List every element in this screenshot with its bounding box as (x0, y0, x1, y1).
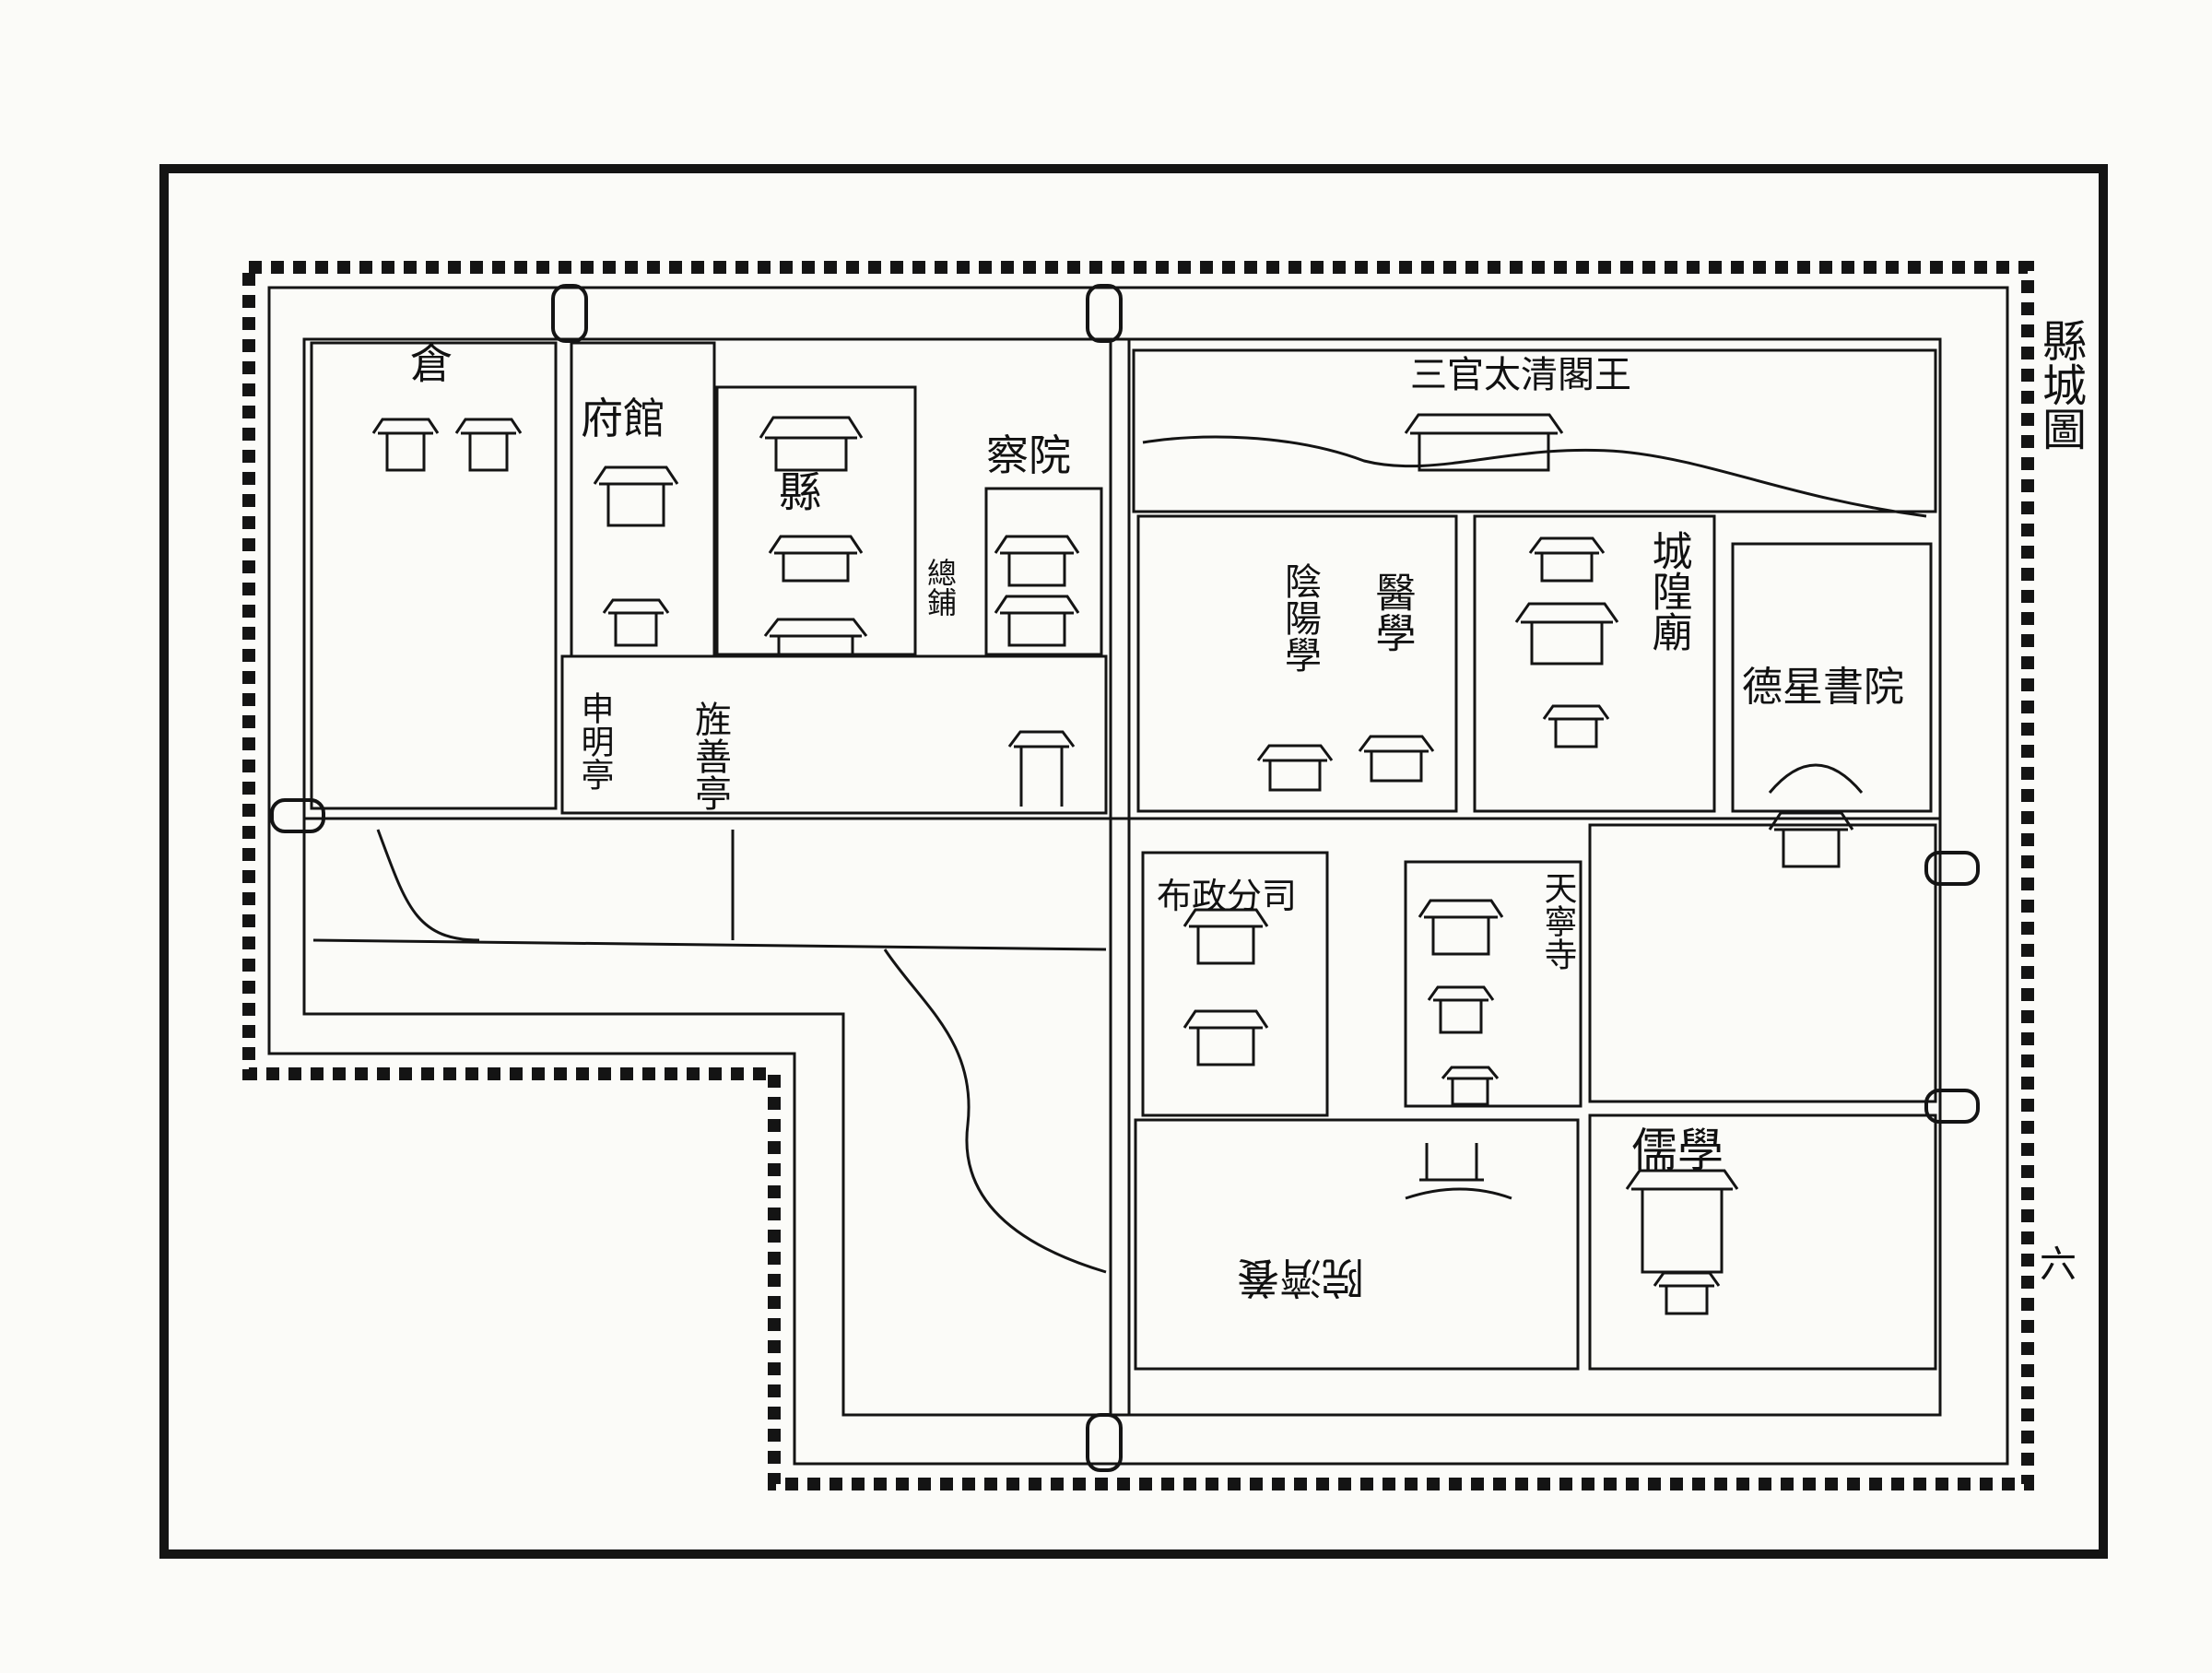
prefecture-building-icon (602, 598, 670, 647)
map-title: 縣城圖 (2034, 318, 2086, 451)
buildings (371, 413, 1864, 1315)
general-shop-label: 總鋪 (923, 558, 958, 617)
tianning-temple-icon (1418, 899, 1504, 956)
granary-building-icon (454, 418, 523, 472)
temple-icon (1404, 413, 1564, 472)
city-wall (242, 261, 2034, 1490)
relief-house-icon (1405, 1143, 1512, 1200)
county-office-label: 縣 (779, 467, 821, 517)
gates (270, 284, 1980, 1472)
shenming-pavilion-label: 申明亭 (576, 691, 614, 791)
tianning-temple-icon (1441, 1066, 1500, 1106)
east-gate-south (1924, 1089, 1980, 1124)
prefecture-hall-label: 府館 (581, 394, 665, 443)
city-god-gate-icon (1542, 704, 1610, 748)
inspection-court-label: 察院 (986, 430, 1071, 480)
sanguan-temple-label: 三官太清閣王 (1410, 354, 1631, 396)
branch-office-icon (1182, 908, 1269, 965)
tianning-temple-label: 天寧寺 (1539, 871, 1577, 971)
medical-school-icon (1358, 735, 1435, 783)
inspection-hall-icon (994, 535, 1080, 587)
pavilion-icon (1007, 730, 1076, 807)
north-gate-east (1086, 284, 1123, 343)
east-gate-north (1924, 851, 1980, 886)
branch-office-label: 布政分司 (1157, 876, 1297, 916)
county-hall-icon (768, 535, 864, 583)
confucian-school-icon (1653, 1271, 1721, 1315)
city-god-temple-label: 城隍廟 (1645, 530, 1692, 652)
north-gate-west (551, 284, 588, 343)
dexing-academy-label: 德星書院 (1742, 664, 1904, 711)
yinyang-school-icon (1256, 744, 1334, 792)
inspection-hall-icon (994, 595, 1080, 647)
prefecture-building-icon (593, 465, 679, 527)
west-gate (270, 798, 325, 833)
city-god-hall-icon (1514, 602, 1619, 666)
branch-office-icon (1182, 1009, 1269, 1066)
granary-label: 倉 (410, 338, 453, 388)
page-number: 六 (2040, 1243, 2077, 1286)
county-gate-icon (763, 618, 868, 656)
south-gate (1086, 1413, 1123, 1472)
granary-building-icon (371, 418, 440, 472)
medical-school-label: 醫學 (1369, 571, 1416, 653)
tianning-temple-icon (1427, 985, 1495, 1034)
academy-icon (1768, 811, 1854, 868)
confucian-school-icon (1625, 1169, 1739, 1274)
city-god-hall-icon (1528, 536, 1606, 583)
academy-arch-icon (1768, 763, 1864, 794)
county-hall-icon (759, 416, 864, 472)
inner-wall (302, 337, 1942, 1417)
block-outlines (304, 339, 1940, 1415)
inverted-label: 院濟養 (1237, 1253, 1364, 1302)
yinyang-school-label: 陰陽學 (1278, 562, 1321, 673)
jingshan-pavilion-label: 旌善亭 (688, 701, 731, 811)
outer-frame (159, 164, 2108, 1559)
confucian-school-label: 儒學 (1631, 1124, 1724, 1177)
